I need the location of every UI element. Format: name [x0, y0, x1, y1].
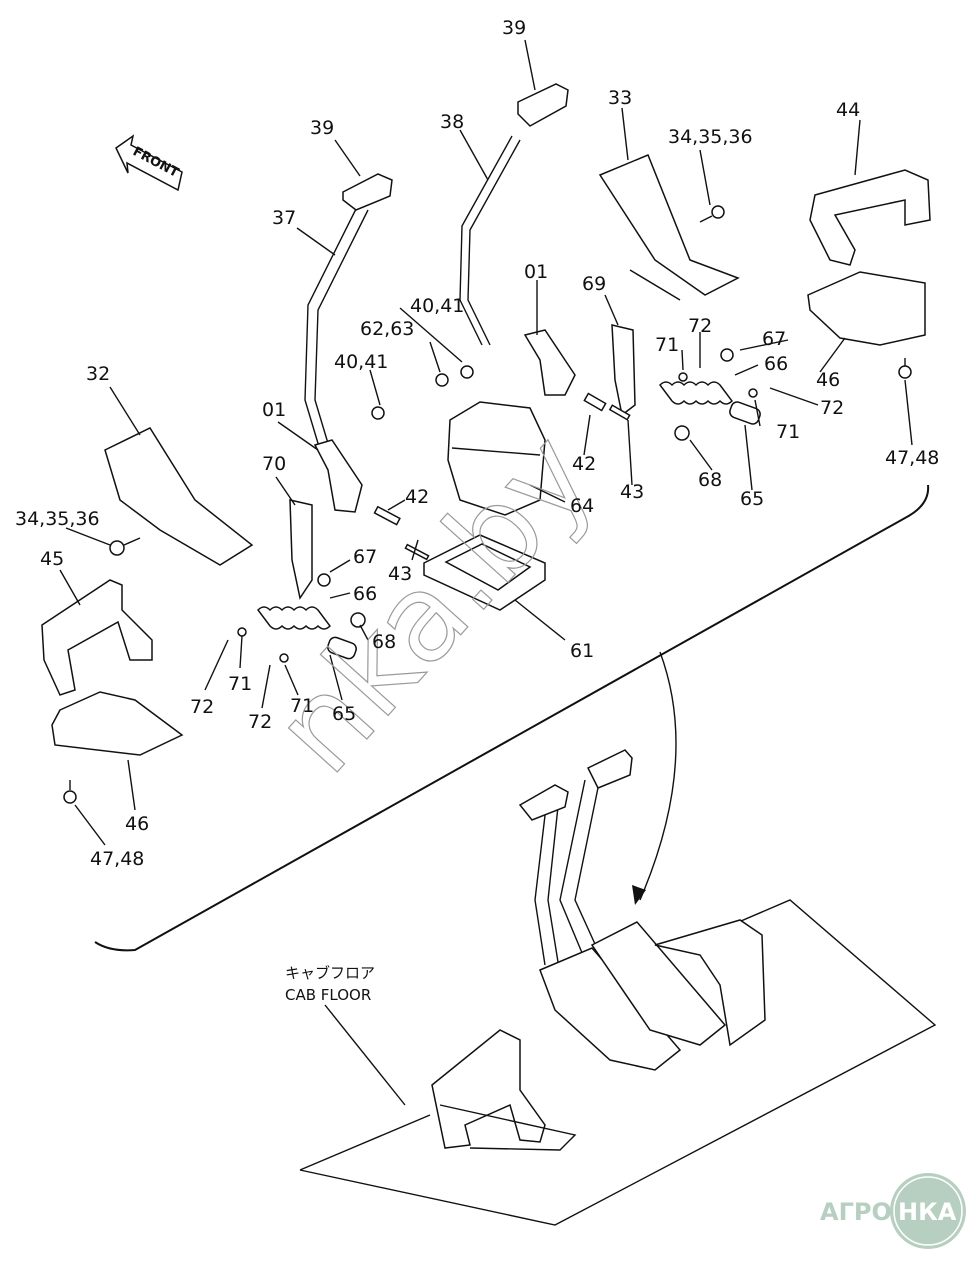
callout-65: 65	[740, 488, 764, 510]
bolt-47-48-right	[898, 358, 912, 379]
callout-47-48: 47,48	[885, 447, 939, 469]
cab-floor-label-jp: キャブフロア	[285, 964, 375, 982]
callout-68: 68	[372, 631, 396, 653]
cab-floor-label-en: CAB FLOOR	[285, 986, 371, 1004]
plate-46-right	[807, 271, 926, 346]
spring-assembly-65-right	[659, 381, 761, 425]
callout-69: 69	[582, 273, 606, 295]
detail-arrow	[639, 651, 677, 901]
callout-67: 67	[762, 328, 786, 350]
callout-70: 70	[262, 453, 286, 475]
callout-42: 42	[405, 486, 429, 508]
callout-71: 71	[228, 673, 252, 695]
assembled-pedal-right	[590, 921, 727, 1046]
bracket-01-left	[313, 439, 363, 513]
bolt-left	[109, 537, 141, 556]
assembled-view-cab-floor	[299, 749, 937, 1226]
bracket-01-right	[523, 329, 576, 396]
lever-38	[459, 83, 569, 346]
callout-66: 66	[353, 583, 377, 605]
callout-39: 39	[502, 17, 526, 39]
callout-71: 71	[655, 334, 679, 356]
pilot-valve-64	[447, 401, 546, 516]
callout-72: 72	[248, 711, 272, 733]
callout-34-35-36: 34,35,36	[668, 126, 753, 148]
callout-46: 46	[125, 813, 149, 835]
callout-71: 71	[776, 421, 800, 443]
callout-42: 42	[572, 453, 596, 475]
callout-32: 32	[86, 363, 110, 385]
callout-01: 01	[262, 399, 286, 421]
logo-circle	[890, 1173, 966, 1249]
assembled-pedal-left	[539, 947, 682, 1071]
logo-text-right: НКА	[898, 1198, 957, 1226]
callout-43: 43	[620, 481, 644, 503]
callout-34-35-36: 34,35,36	[15, 508, 100, 530]
footrest-45	[41, 579, 153, 696]
callout-33: 33	[608, 87, 632, 109]
bracket-69	[611, 324, 636, 417]
callout-67: 67	[353, 546, 377, 568]
callout-61: 61	[570, 640, 594, 662]
callout-44: 44	[836, 99, 860, 121]
callout-43: 43	[388, 563, 412, 585]
callout-38: 38	[440, 111, 464, 133]
callout-72: 72	[820, 397, 844, 419]
callouts: 39 39 38 33 34,35,36 44 37 01 69 40,41 6…	[15, 17, 939, 1004]
callout-72: 72	[190, 696, 214, 718]
logo-text-left: АГРО	[820, 1198, 892, 1226]
plate-46-left	[51, 691, 184, 756]
callout-64: 64	[570, 495, 594, 517]
front-direction-arrow: FRONT	[115, 134, 183, 192]
callout-65: 65	[332, 703, 356, 725]
callout-46: 46	[816, 369, 840, 391]
assembled-footrest-left	[431, 1029, 546, 1149]
assembled-knob-left	[518, 784, 569, 821]
bolt-47-48-left	[63, 780, 77, 804]
lever-37	[304, 173, 393, 451]
watermark: nka.by	[248, 407, 620, 799]
callout-37: 37	[272, 207, 296, 229]
pedal-32	[104, 427, 254, 566]
callout-62-63: 62,63	[360, 318, 414, 340]
callout-40-41: 40,41	[410, 295, 464, 317]
assembled-knob-right	[586, 749, 633, 789]
exploded-view-boundary	[94, 484, 930, 952]
callout-01: 01	[524, 261, 548, 283]
footrest-44	[809, 169, 931, 266]
callout-71: 71	[290, 695, 314, 717]
callout-39: 39	[310, 117, 334, 139]
spring-assembly-65-left	[257, 606, 357, 660]
pedal-33	[598, 154, 740, 301]
lever-knob-39	[342, 173, 393, 211]
small-parts	[237, 348, 758, 663]
assembled-footrest-right	[654, 919, 766, 1047]
leader-lines	[59, 39, 913, 1106]
callout-66: 66	[764, 353, 788, 375]
callout-45: 45	[40, 548, 64, 570]
lever-knob-39-right	[517, 83, 569, 127]
gasket-61	[423, 534, 546, 611]
detail-arrow-head	[632, 885, 646, 905]
callout-47-48: 47,48	[90, 848, 144, 870]
bolt-right	[699, 205, 725, 223]
bracket-70	[289, 499, 313, 600]
agronka-logo: АГРО НКА	[820, 1173, 966, 1249]
callout-40-41: 40,41	[334, 351, 388, 373]
callout-72: 72	[688, 315, 712, 337]
callout-68: 68	[698, 469, 722, 491]
